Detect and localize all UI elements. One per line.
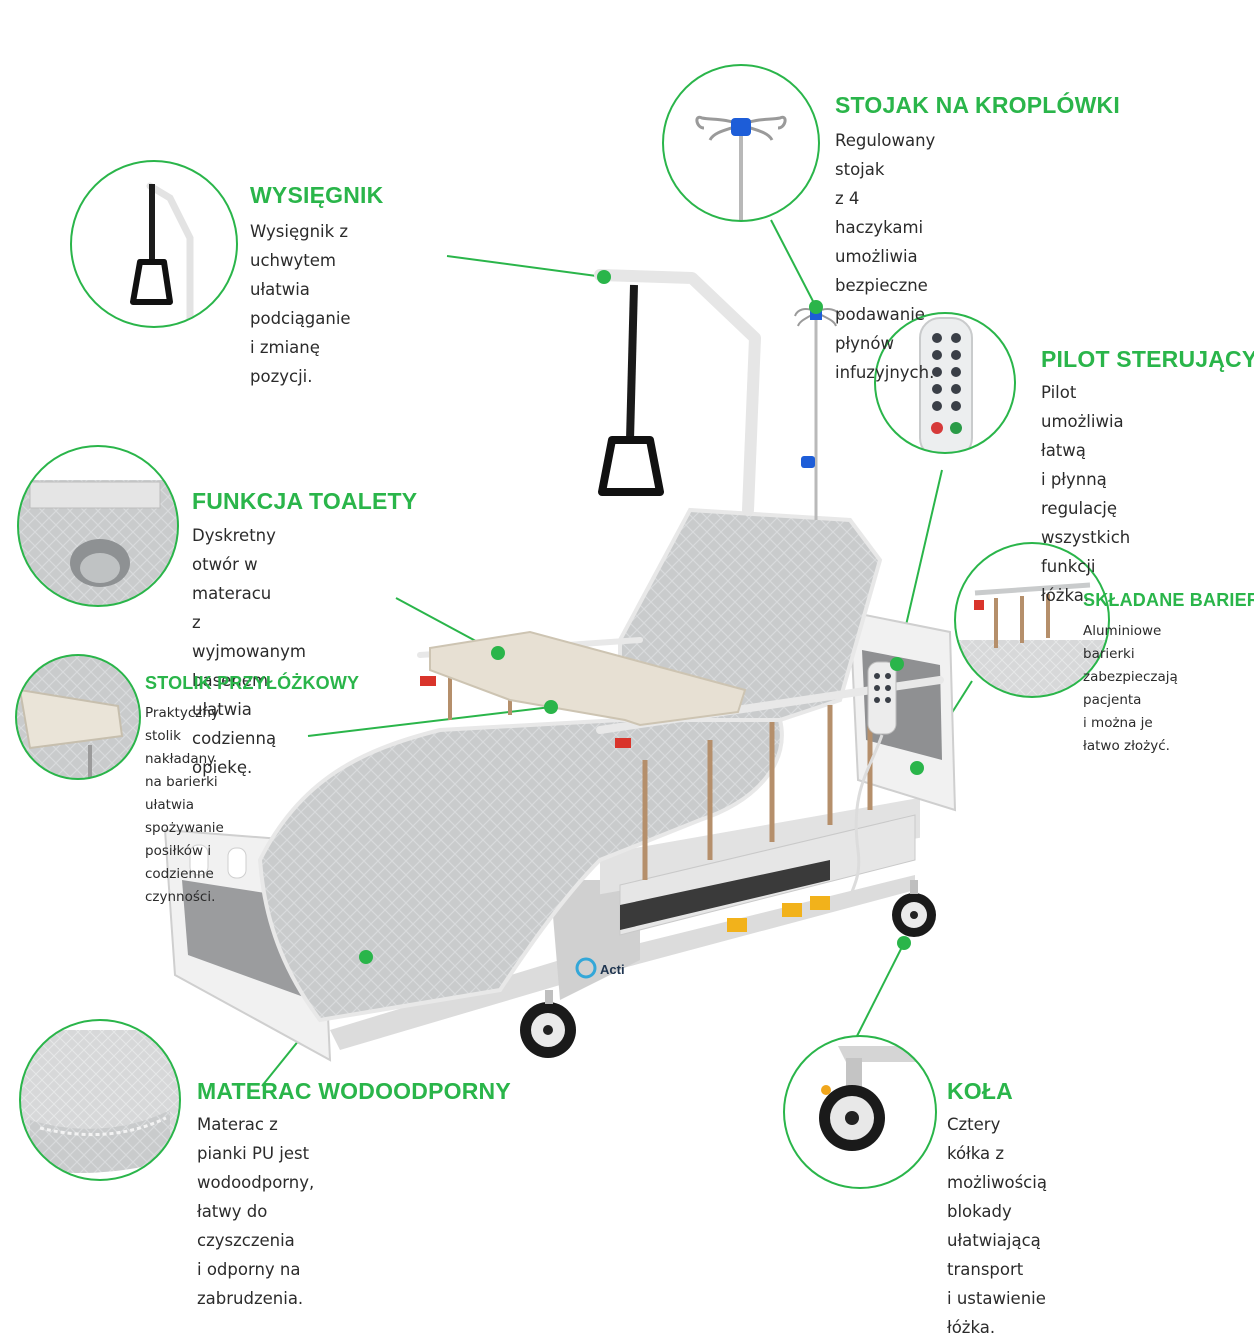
feature-description: Dyskretny otwór w materacu z wyjmowanym …	[192, 526, 306, 777]
brand-logo-text: Acti	[600, 962, 625, 977]
hospital-bed: Acti	[163, 269, 957, 1062]
feature-description: Pilot umożliwia łatwą i płynną regulację…	[1041, 383, 1131, 605]
remote-control-icon	[874, 312, 1016, 454]
feature-title: PILOT STERUJĄCY	[1041, 346, 1254, 372]
side-rails-icon	[954, 542, 1110, 698]
bed-table-icon	[15, 654, 141, 780]
connector-dots	[359, 270, 924, 964]
feature-description: Praktyczny stolik nakładany na barierki …	[145, 705, 224, 905]
feature-title: SKŁADANE BARIERKI	[1083, 590, 1254, 610]
trapeze-handle-icon	[70, 160, 238, 328]
product-illustration: Acti	[15, 64, 1110, 1189]
feature-description: Cztery kółka z możliwością blokady ułatw…	[947, 1115, 1047, 1337]
feature-title: FUNKCJA TOALETY	[192, 488, 418, 514]
feature-description: Aluminiowe barierki zabezpieczają pacjen…	[1083, 623, 1178, 754]
feature-title: MATERAC WODOODPORNY	[197, 1078, 511, 1104]
mattress-icon	[19, 1019, 181, 1181]
brand-logo: Acti	[575, 957, 625, 979]
caster-wheel-icon	[783, 1035, 937, 1189]
toilet-opening-icon	[17, 445, 179, 607]
iv-pole-icon	[662, 64, 820, 222]
feature-description: Materac z pianki PU jest wodoodporny, ła…	[197, 1115, 315, 1308]
feature-title: STOLIK PRZYŁÓŻKOWY	[145, 673, 360, 693]
feature-title: KOŁA	[947, 1078, 1013, 1104]
feature-description: Regulowany stojak z 4 haczykami umożliwi…	[835, 131, 936, 382]
feature-description: Wysięgnik z uchwytem ułatwia podciąganie…	[250, 222, 351, 386]
feature-title: STOJAK NA KROPLÓWKI	[835, 92, 1120, 118]
feature-title: WYSIĘGNIK	[250, 182, 384, 208]
